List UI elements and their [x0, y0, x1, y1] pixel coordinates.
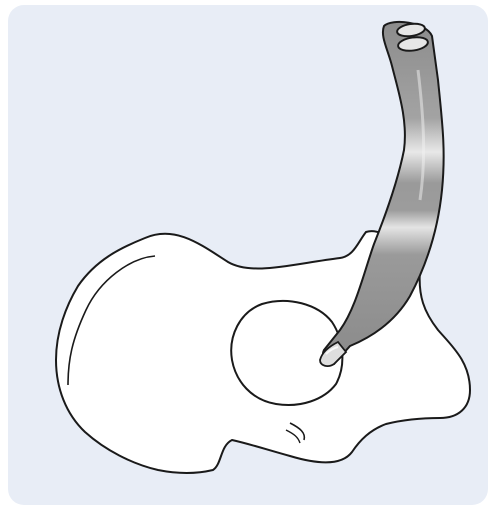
- pelvis-retractor-illustration: [0, 0, 491, 510]
